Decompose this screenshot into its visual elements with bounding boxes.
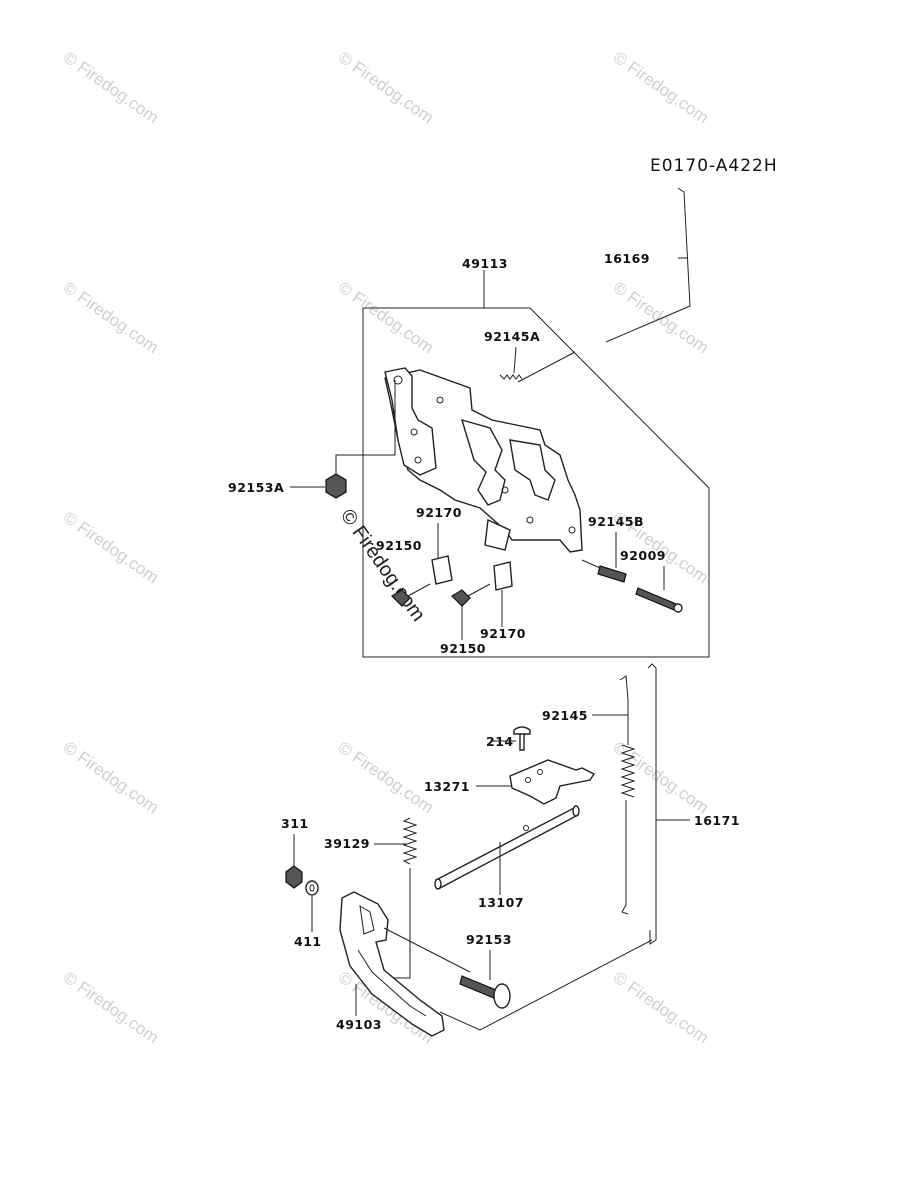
- screw-head: [673, 603, 683, 613]
- watermark: © Firedog.com: [60, 738, 162, 818]
- link: [581, 559, 601, 569]
- rod-16171: [439, 663, 657, 1031]
- watermark: © Firedog.com: [610, 968, 712, 1048]
- watermark-center: © Firedog.com: [336, 505, 429, 625]
- label-92145A: 92145A: [484, 329, 540, 344]
- label-92145: 92145: [542, 708, 588, 723]
- label-411: 411: [294, 934, 322, 949]
- spring-coil-92145: [620, 744, 636, 798]
- leader-92145A: [513, 346, 517, 374]
- spring-92145B: [597, 565, 627, 583]
- screw-92009: [635, 587, 677, 611]
- bolt-92150-upper: [391, 589, 411, 607]
- bolt-shank: [407, 583, 431, 597]
- label-92150-upper: 92150: [376, 538, 422, 553]
- control-plate: [384, 367, 583, 553]
- watermark: © Firedog.com: [335, 738, 437, 818]
- watermark: © Firedog.com: [60, 278, 162, 358]
- spring-39129: [388, 817, 418, 979]
- label-92150-lower: 92150: [440, 641, 486, 656]
- spring-rod-92145: [619, 675, 629, 915]
- washer-411: [305, 880, 319, 896]
- watermark: © Firedog.com: [60, 48, 162, 128]
- bolt-shank: [467, 583, 491, 597]
- label-13107: 13107: [478, 895, 524, 910]
- lever-link: [383, 927, 471, 973]
- label-92170-upper: 92170: [416, 505, 462, 520]
- assembly-frame: [362, 307, 710, 658]
- label-49103: 49103: [336, 1017, 382, 1032]
- label-92153A: 92153A: [228, 480, 284, 495]
- diagram-code: E0170-A422H: [650, 156, 778, 176]
- bolt-92153: [459, 975, 511, 1009]
- shaft-13107: [434, 805, 580, 890]
- bolt-92150-lower: [451, 589, 471, 607]
- label-92145B: 92145B: [588, 514, 644, 529]
- screw-214: [513, 726, 531, 751]
- label-92009: 92009: [620, 548, 666, 563]
- nut-311: [285, 865, 303, 889]
- bracket-13271: [509, 759, 596, 805]
- label-49113: 49113: [462, 256, 508, 271]
- rod-16169: [605, 187, 691, 343]
- label-39129: 39129: [324, 836, 370, 851]
- watermark: © Firedog.com: [610, 48, 712, 128]
- label-311: 311: [281, 816, 309, 831]
- label-16169: 16169: [604, 251, 650, 266]
- watermark: © Firedog.com: [335, 278, 437, 358]
- label-92153: 92153: [466, 932, 512, 947]
- watermark: © Firedog.com: [60, 968, 162, 1048]
- label-92170-lower: 92170: [480, 626, 526, 641]
- label-13271: 13271: [424, 779, 470, 794]
- watermark: © Firedog.com: [610, 278, 712, 358]
- clip-92170-upper: [431, 555, 453, 585]
- watermark: © Firedog.com: [335, 48, 437, 128]
- clip-92170-lower: [493, 561, 513, 591]
- watermark: © Firedog.com: [60, 508, 162, 588]
- bolt-92153A: [325, 380, 396, 499]
- lever-49103: [339, 891, 471, 1037]
- label-16171: 16171: [694, 813, 740, 828]
- spring-92145A: [499, 351, 576, 383]
